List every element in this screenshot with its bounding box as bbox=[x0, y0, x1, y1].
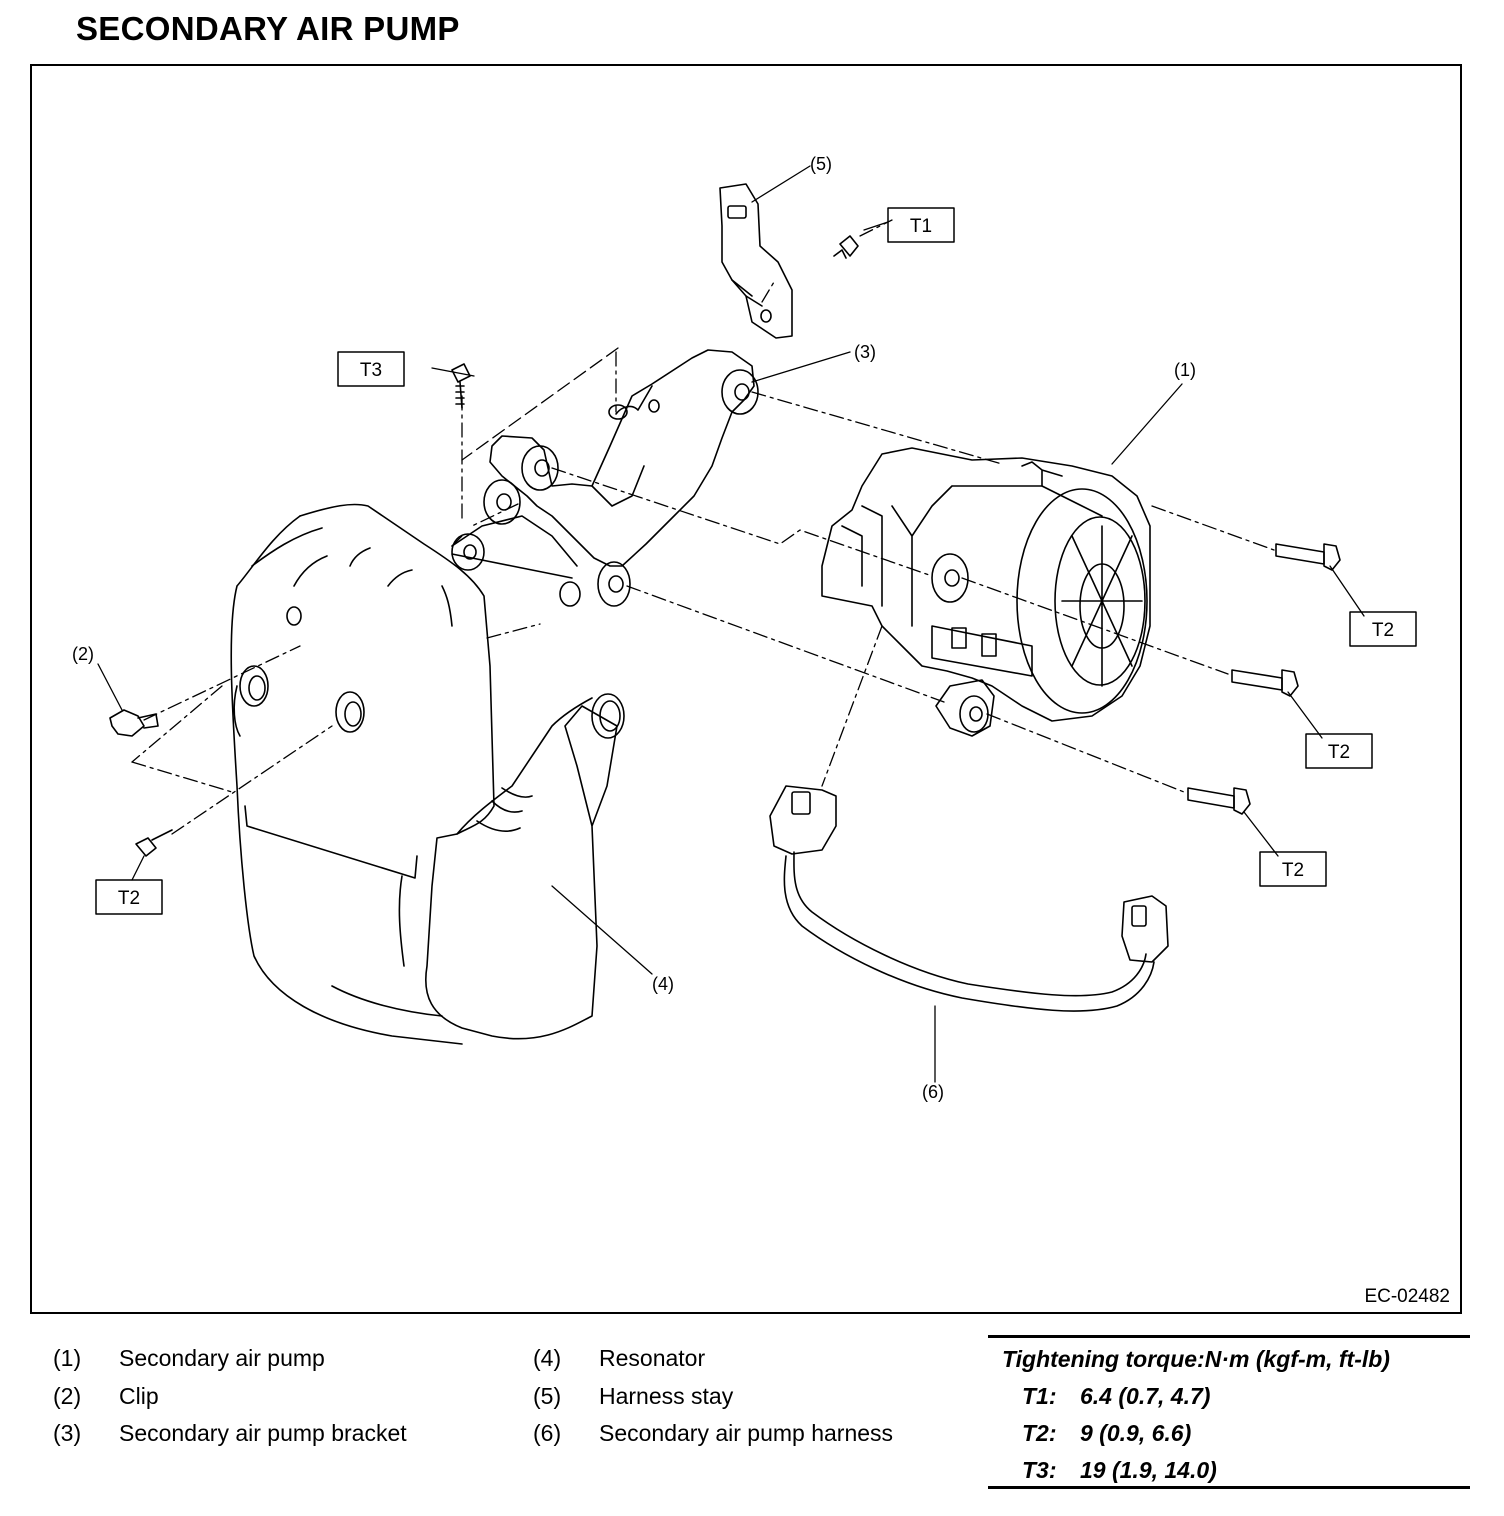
svg-text:T3: T3 bbox=[360, 360, 382, 381]
torque-tag-t1: T1 bbox=[887, 207, 955, 243]
exploded-view-diagram: T1 T3 T2 T2 T2 T2 (1) (2) (3) (4) (5) bbox=[30, 64, 1462, 1314]
legend-item: (6) Secondary air pump harness bbox=[533, 1418, 893, 1456]
torque-value: 6.4 (0.7, 4.7) bbox=[1080, 1383, 1211, 1409]
tightening-torque-table: Tightening torque:N·m (kgf-m, ft-lb) T1:… bbox=[988, 1335, 1470, 1489]
legend-number: (4) bbox=[533, 1345, 562, 1371]
legend-number: (1) bbox=[53, 1345, 82, 1371]
torque-row-t1: T1: 6.4 (0.7, 4.7) bbox=[1022, 1383, 1210, 1410]
air-pump-drawing bbox=[821, 447, 1151, 737]
svg-text:T1: T1 bbox=[910, 216, 932, 237]
torque-key: T3: bbox=[1022, 1457, 1057, 1483]
legend-item: (4) Resonator bbox=[533, 1343, 893, 1381]
leader-lines bbox=[97, 165, 1365, 1083]
resonator-drawing bbox=[230, 503, 625, 1045]
legend-label: Secondary air pump harness bbox=[599, 1420, 894, 1446]
legend-number: (2) bbox=[53, 1382, 82, 1409]
callout-6: (6) bbox=[922, 1082, 944, 1102]
bolts-drawing bbox=[109, 235, 1341, 857]
torque-tag-t2-middle: T2 bbox=[1305, 733, 1373, 769]
pump-harness-drawing bbox=[769, 785, 1169, 1012]
torque-key: T2: bbox=[1022, 1420, 1057, 1446]
diagram-canvas: T1 T3 T2 T2 T2 T2 (1) (2) (3) (4) (5) bbox=[72, 154, 1417, 1102]
legend-number: (3) bbox=[53, 1420, 82, 1446]
figure-code: EC-02482 bbox=[1364, 1286, 1450, 1307]
legend-item: (5) Harness stay bbox=[533, 1381, 893, 1419]
legend-label: Resonator bbox=[599, 1345, 706, 1371]
torque-row-t3: T3: 19 (1.9, 14.0) bbox=[1022, 1457, 1217, 1484]
legend-label: Secondary air pump bbox=[119, 1345, 325, 1371]
torque-key: T1: bbox=[1022, 1383, 1057, 1409]
torque-tag-t2-lower: T2 bbox=[1259, 851, 1327, 887]
legend-number: (6) bbox=[533, 1420, 562, 1446]
torque-header: Tightening torque:N·m (kgf-m, ft-lb) bbox=[1002, 1346, 1390, 1372]
legend-item: (2) Clip bbox=[53, 1381, 407, 1419]
svg-text:T2: T2 bbox=[1328, 742, 1350, 763]
callout-2: (2) bbox=[72, 644, 94, 664]
callout-3: (3) bbox=[854, 342, 876, 362]
torque-tag-t3: T3 bbox=[337, 351, 405, 387]
callout-1: (1) bbox=[1174, 360, 1196, 380]
legend-column-middle: (4) Resonator (5) Harness stay (6) Secondar… bbox=[533, 1343, 893, 1456]
harness-stay-drawing bbox=[719, 183, 793, 339]
dashed-guide-line bbox=[461, 347, 619, 461]
pump-bracket-drawing bbox=[451, 349, 759, 607]
torque-value: 9 (0.9, 6.6) bbox=[1080, 1420, 1192, 1446]
svg-text:T2: T2 bbox=[1282, 860, 1304, 881]
torque-value: 19 (1.9, 14.0) bbox=[1080, 1457, 1217, 1483]
legend-column-left: (1) Secondary air pump (2) Clip (3) Seconda… bbox=[53, 1343, 407, 1456]
svg-text:T2: T2 bbox=[1372, 620, 1394, 641]
alignment-lines bbox=[131, 219, 1275, 835]
torque-row-t2: T2: 9 (0.9, 6.6) bbox=[1022, 1420, 1191, 1447]
callout-5: (5) bbox=[810, 154, 832, 174]
legend-label: Clip bbox=[119, 1382, 159, 1409]
page-title: SECONDARY AIR PUMP bbox=[76, 10, 460, 47]
legend-item: (3) Secondary air pump bracket bbox=[53, 1418, 407, 1456]
legend-label: Harness stay bbox=[599, 1382, 734, 1409]
legend-number: (5) bbox=[533, 1382, 562, 1409]
torque-tag-t2-upper: T2 bbox=[1349, 611, 1417, 647]
callout-4: (4) bbox=[652, 974, 674, 994]
svg-text:T2: T2 bbox=[118, 888, 140, 909]
torque-tag-t2-left: T2 bbox=[95, 879, 163, 915]
legend-label: Secondary air pump bracket bbox=[119, 1420, 407, 1446]
legend-item: (1) Secondary air pump bbox=[53, 1343, 407, 1381]
